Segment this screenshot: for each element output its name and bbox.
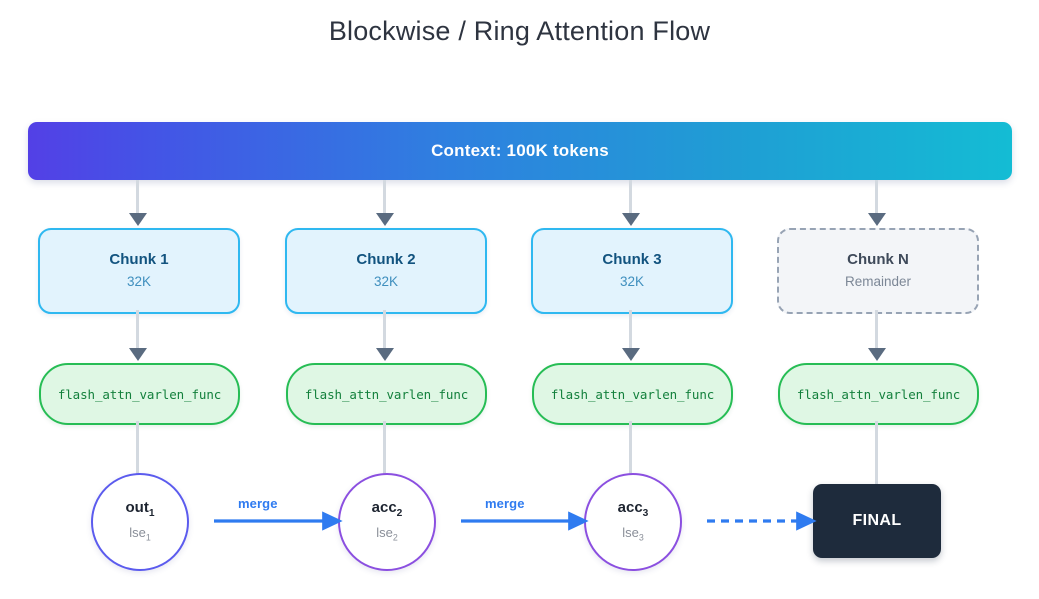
kernel-node-3[interactable]: flash_attn_varlen_func	[532, 363, 733, 425]
arrowhead-context-to-chunk-3	[622, 213, 640, 226]
connector-kernel-3-to-acc-3	[629, 421, 632, 475]
accumulator-main-label: out1	[125, 499, 155, 520]
final-label: FINAL	[852, 512, 902, 529]
final-node[interactable]: FINAL	[813, 484, 941, 558]
connector-kernel-2-to-acc-2	[383, 421, 386, 475]
kernel-label: flash_attn_varlen_func	[304, 386, 469, 402]
chunk-node-3[interactable]: Chunk 3 32K	[531, 228, 733, 314]
arrowhead-context-to-chunk-n	[868, 213, 886, 226]
connector-chunk-1-to-kernel-1	[136, 310, 139, 350]
kernel-label: flash_attn_varlen_func	[57, 386, 222, 402]
arrowhead-context-to-chunk-1	[129, 213, 147, 226]
accumulator-main-label: acc3	[617, 499, 649, 520]
kernel-node-2[interactable]: flash_attn_varlen_func	[286, 363, 487, 425]
chunk-title: Chunk 2	[356, 250, 416, 268]
chunk-title: Chunk N	[847, 250, 909, 268]
chunk-size: 32K	[126, 274, 152, 290]
chunk-node-n[interactable]: Chunk N Remainder	[777, 228, 979, 314]
merge-label-1: merge	[238, 496, 278, 511]
accumulator-lse-label: lse2	[376, 525, 398, 544]
arrowhead-chunk-n-to-kernel-n	[868, 348, 886, 361]
page-title: Blockwise / Ring Attention Flow	[328, 16, 711, 46]
chunk-title: Chunk 3	[602, 250, 662, 268]
context-bar-label: Context: 100K tokens	[431, 141, 609, 160]
connector-context-to-chunk-1	[136, 180, 139, 222]
kernel-label: flash_attn_varlen_func	[796, 386, 961, 402]
accumulator-lse-label: lse3	[622, 525, 644, 544]
arrowhead-context-to-chunk-2	[376, 213, 394, 226]
arrowhead-chunk-2-to-kernel-2	[376, 348, 394, 361]
accumulator-main-label: acc2	[371, 499, 403, 520]
accumulator-node-3[interactable]: acc3 lse3	[584, 473, 682, 571]
connector-chunk-3-to-kernel-3	[629, 310, 632, 350]
accumulator-node-2[interactable]: acc2 lse2	[338, 473, 436, 571]
accumulator-lse-label: lse1	[129, 525, 151, 544]
merge-label-2: merge	[485, 496, 525, 511]
chunk-size: 32K	[373, 274, 399, 290]
connector-kernel-1-to-acc-1	[136, 421, 139, 475]
context-bar: Context: 100K tokens	[28, 122, 1012, 180]
chunk-node-2[interactable]: Chunk 2 32K	[285, 228, 487, 314]
connector-context-to-chunk-3	[629, 180, 632, 222]
accumulator-node-1[interactable]: out1 lse1	[91, 473, 189, 571]
chunk-remainder: Remainder	[844, 274, 912, 290]
chunk-title: Chunk 1	[109, 250, 169, 268]
connector-context-to-chunk-n	[875, 180, 878, 222]
kernel-node-n[interactable]: flash_attn_varlen_func	[778, 363, 979, 425]
kernel-label: flash_attn_varlen_func	[550, 386, 715, 402]
connector-context-to-chunk-2	[383, 180, 386, 222]
chunk-size: 32K	[619, 274, 645, 290]
kernel-node-1[interactable]: flash_attn_varlen_func	[39, 363, 240, 425]
arrowhead-chunk-1-to-kernel-1	[129, 348, 147, 361]
arrowhead-chunk-3-to-kernel-3	[622, 348, 640, 361]
connector-chunk-2-to-kernel-2	[383, 310, 386, 350]
connector-kernel-n-to-final	[875, 421, 878, 485]
connector-chunk-n-to-kernel-n	[875, 310, 878, 350]
chunk-node-1[interactable]: Chunk 1 32K	[38, 228, 240, 314]
